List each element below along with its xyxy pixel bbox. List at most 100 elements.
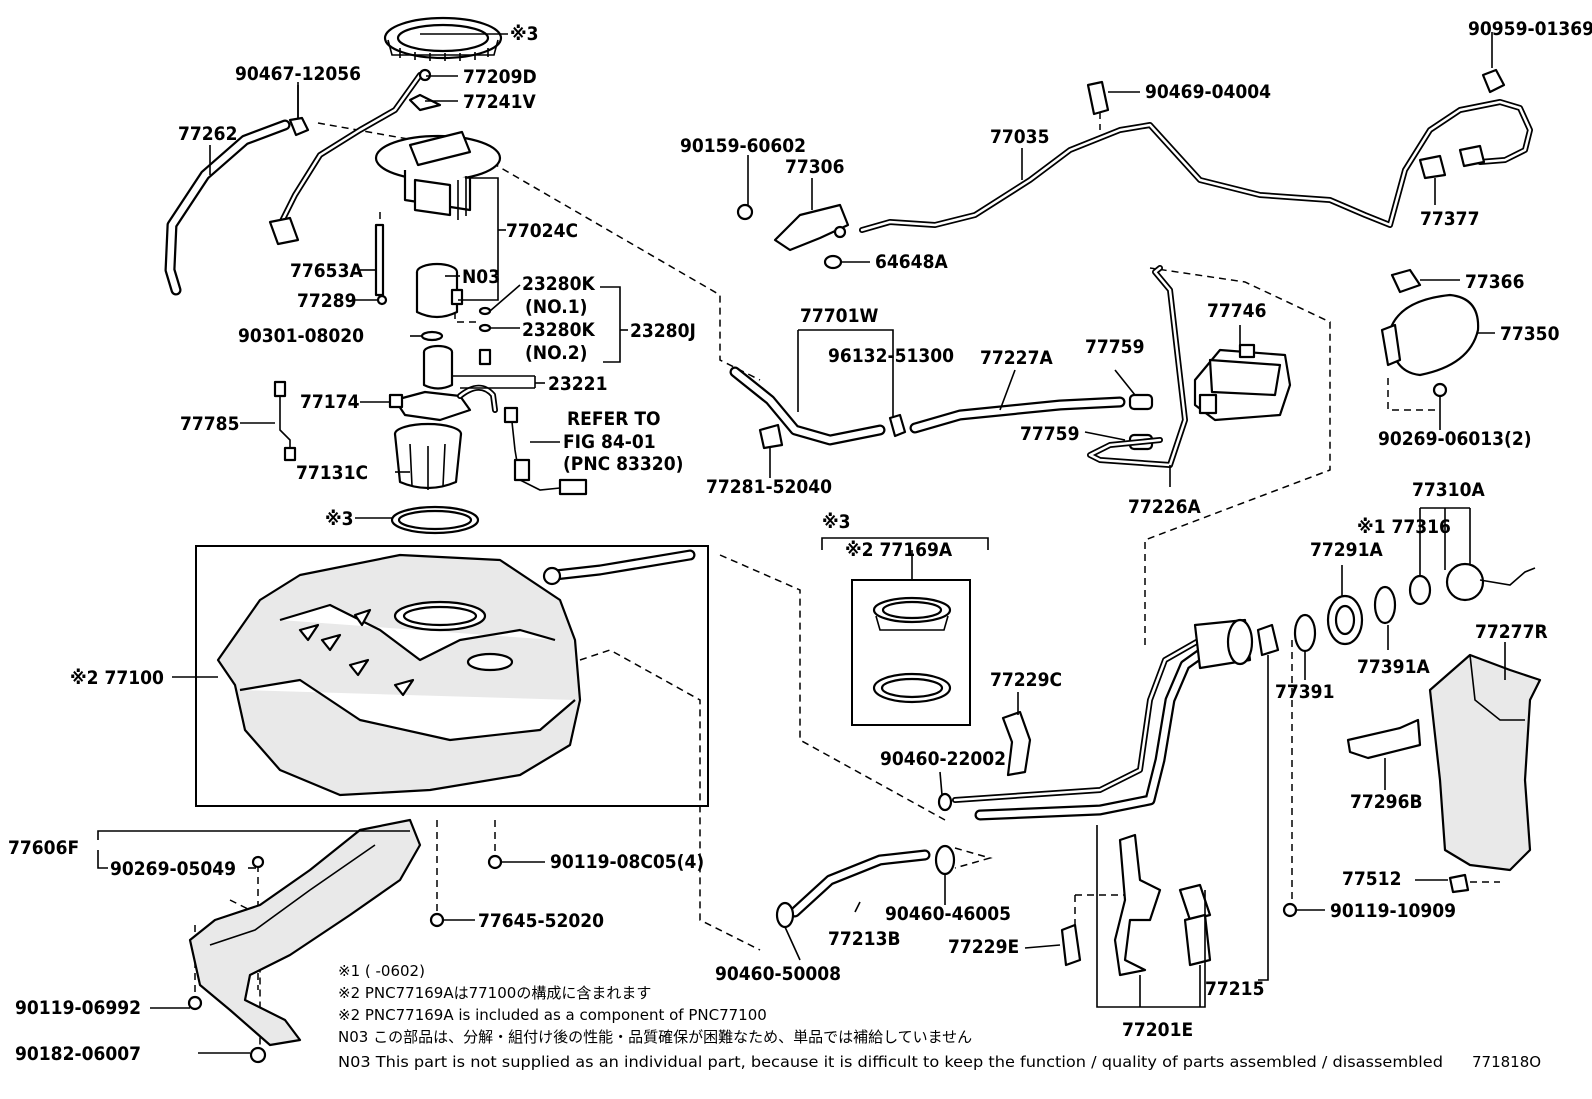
oring-23280k-2 xyxy=(478,323,492,333)
label-77215: 77215 xyxy=(1205,978,1264,1000)
label-77350: 77350 xyxy=(1500,323,1560,345)
label-77201e: 77201E xyxy=(1122,1019,1193,1041)
label-77035: 77035 xyxy=(990,126,1049,148)
gasket-77391a xyxy=(1373,585,1397,625)
label-90301-08020: 90301-08020 xyxy=(238,325,364,347)
footnote-2: ※2 PNC77169Aは77100の構成に含まれます xyxy=(338,984,651,1002)
clip-77229c xyxy=(1001,710,1032,777)
kit-77169a-box xyxy=(821,537,989,726)
label-77024c: 77024C xyxy=(506,220,578,242)
label-77310a: 77310A xyxy=(1412,479,1485,501)
label-77746: 77746 xyxy=(1207,300,1266,322)
label-x3-box: ※3 xyxy=(822,511,851,533)
clamp-90460-22002 xyxy=(937,792,953,812)
cap-ring-77316 xyxy=(1408,574,1432,606)
label-77759-upper: 77759 xyxy=(1085,336,1144,358)
fuel-pump-module-group xyxy=(164,16,588,535)
clip-90469-04004 xyxy=(1086,80,1110,116)
label-90269-05049: 90269-05049 xyxy=(110,858,236,880)
bolt-90269-05049 xyxy=(251,855,265,869)
label-90460-50008: 90460-50008 xyxy=(715,963,841,985)
bracket-77296b xyxy=(1346,718,1422,760)
label-77174: 77174 xyxy=(300,391,360,413)
label-90119-10909: 90119-10909 xyxy=(1330,900,1456,922)
nut-90182-06007 xyxy=(249,1046,267,1064)
charcoal-canister-77746 xyxy=(1193,343,1292,422)
label-77209d: 77209D xyxy=(463,66,537,88)
label-90269-06013: 90269-06013(2) xyxy=(1378,428,1532,450)
label-90959-01369: 90959-01369 xyxy=(1468,18,1592,40)
bolt-90119-10909 xyxy=(1282,902,1298,918)
label-23280k-1-note: (NO.1) xyxy=(525,296,587,318)
protector-77277r xyxy=(1428,653,1542,872)
protector-77606f xyxy=(188,818,422,1047)
label-23280k-1: 23280K xyxy=(522,273,595,295)
lock-ring-top xyxy=(383,16,503,61)
label-77289: 77289 xyxy=(297,290,356,312)
clamp-90460-46005 xyxy=(934,844,956,876)
bracket-77306 xyxy=(736,203,850,252)
label-77100: ※2 77100 xyxy=(70,667,164,689)
label-77606f: 77606F xyxy=(8,837,79,859)
heat-shield-group xyxy=(187,818,503,1064)
hose-77209d xyxy=(268,68,432,246)
clamp-90460-50008 xyxy=(775,901,795,929)
label-77213b: 77213B xyxy=(828,928,901,950)
label-77759-lower: 77759 xyxy=(1020,423,1079,445)
label-90467-12056: 90467-12056 xyxy=(235,63,361,85)
oring-23280k-1 xyxy=(478,306,492,316)
label-90159-60602: 90159-60602 xyxy=(680,135,806,157)
label-n03: N03 xyxy=(462,266,500,288)
bracket-77201e xyxy=(1113,833,1212,977)
clip-77512 xyxy=(1448,873,1470,894)
part-labels: 90959-01369 90469-04004 77035 90159-6060… xyxy=(8,18,1592,1065)
leader-lines xyxy=(97,32,1506,1054)
gasket-ring-x3 xyxy=(390,505,480,535)
label-77653a: 77653A xyxy=(290,260,363,282)
label-refer-2: FIG 84-01 xyxy=(563,431,656,453)
clamp-96132-51300 xyxy=(888,413,907,438)
label-77241v: 77241V xyxy=(463,91,536,113)
label-77291a: 77291A xyxy=(1310,539,1383,561)
fuel-tank-77100 xyxy=(195,545,709,807)
label-77281-52040: 77281-52040 xyxy=(706,476,832,498)
grommet-90959-01369 xyxy=(1481,68,1506,94)
label-77366: 77366 xyxy=(1465,271,1524,293)
inlet-guide-77291a xyxy=(1326,594,1364,646)
label-23221: 23221 xyxy=(548,373,607,395)
label-90182-06007: 90182-06007 xyxy=(15,1043,141,1065)
label-refer-1: REFER TO xyxy=(567,408,661,430)
label-96132-51300: 96132-51300 xyxy=(828,345,954,367)
label-90119-08c05: 90119-08C05(4) xyxy=(550,851,704,873)
label-77169a: ※2 77169A xyxy=(845,539,953,561)
label-90460-46005: 90460-46005 xyxy=(885,903,1011,925)
footnote-5: N03 This part is not supplied as an indi… xyxy=(338,1053,1443,1071)
footnotes: ※1 ( -0602) ※2 PNC77169Aは77100の構成に含まれます … xyxy=(338,962,1541,1071)
label-x3-ring: ※3 xyxy=(325,508,354,530)
filler-neck-group xyxy=(775,562,1542,977)
label-90469-04004: 90469-04004 xyxy=(1145,81,1271,103)
label-77296b: 77296B xyxy=(1350,791,1423,813)
label-77277r: 77277R xyxy=(1475,621,1548,643)
bolt-90119-08c05 xyxy=(487,854,503,870)
label-23280k-2: 23280K xyxy=(522,319,595,341)
label-77377: 77377 xyxy=(1420,208,1479,230)
oring-90301-08020 xyxy=(420,330,444,342)
label-77262: 77262 xyxy=(178,123,237,145)
clip-77281-52040 xyxy=(758,423,784,450)
clamp-90467-12056 xyxy=(288,85,310,137)
footnote-4: N03 この部品は、分解・組付け後の性能・品質確保が困難なため、単品では補給して… xyxy=(338,1028,972,1046)
bracket-77174 xyxy=(388,384,498,422)
label-77512: 77512 xyxy=(1342,868,1401,890)
label-x3-top: ※3 xyxy=(510,23,539,45)
clip-77229e xyxy=(1060,923,1082,967)
label-77229c: 77229C xyxy=(990,669,1062,691)
fuel-door-77350 xyxy=(1380,293,1480,377)
bolt-90119-06992 xyxy=(187,995,203,1011)
connector-77377 xyxy=(1418,144,1486,180)
label-77645-52020: 77645-52020 xyxy=(478,910,604,932)
label-77229e: 77229E xyxy=(948,936,1019,958)
gasket-77391 xyxy=(1293,613,1317,653)
